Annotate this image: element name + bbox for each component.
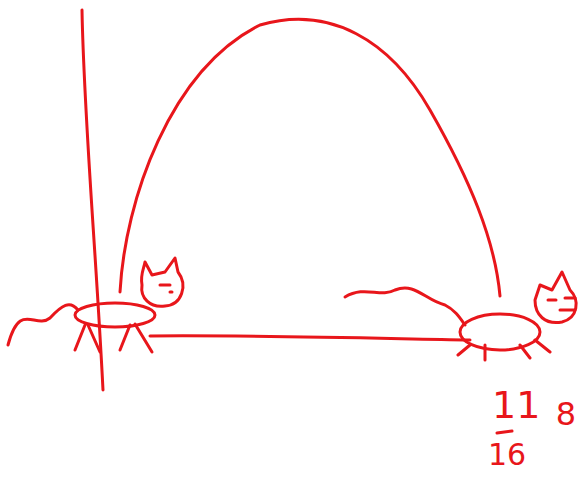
right-cat xyxy=(345,272,576,360)
handwritten-number: 11 xyxy=(492,386,540,424)
ground-line xyxy=(150,336,470,340)
arch-curve xyxy=(120,19,500,296)
left-cat xyxy=(8,258,183,352)
handwritten-number: 16 xyxy=(488,440,526,470)
fraction-bar xyxy=(497,431,512,433)
handwritten-number: 8 xyxy=(556,398,576,430)
